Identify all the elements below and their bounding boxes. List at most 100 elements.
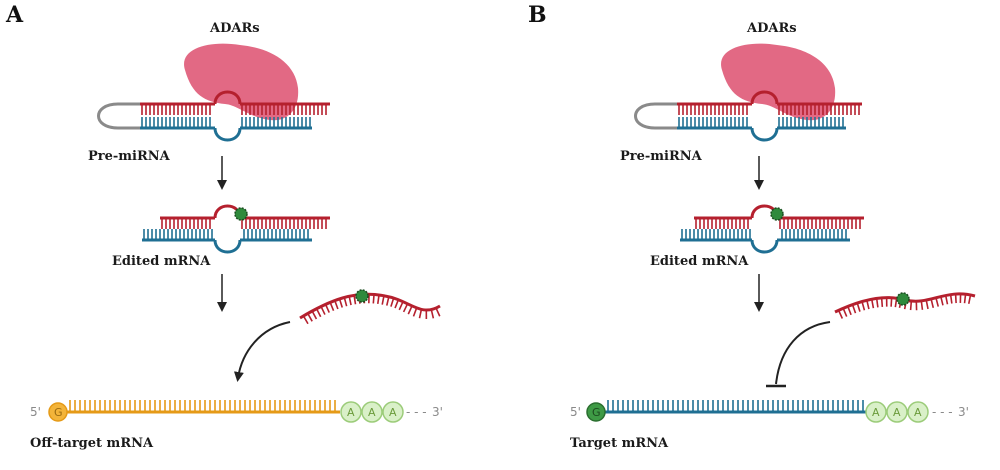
base-tick bbox=[390, 297, 395, 307]
edited-mrna-duplex bbox=[142, 204, 330, 254]
panel-a-label: A bbox=[5, 2, 24, 28]
base-tick bbox=[435, 307, 441, 317]
base-tick bbox=[402, 303, 409, 313]
free-mirna-ticks bbox=[302, 294, 441, 325]
base-tick bbox=[398, 301, 404, 311]
poly-a-letter-3: A bbox=[914, 406, 922, 419]
pre-mirna-top-ticks bbox=[678, 104, 860, 115]
pre-mirna-bulge-top bbox=[213, 90, 242, 105]
base-tick bbox=[875, 298, 879, 308]
off-target-binding-arrow bbox=[233, 321, 291, 382]
poly-a-bead-1 bbox=[865, 401, 887, 423]
edited-mrna-ticks bbox=[681, 218, 861, 240]
off-target-mrna-label: Off-target mRNA bbox=[30, 436, 154, 451]
tail-dashes: - - - bbox=[406, 405, 427, 419]
pre-mirna-label: Pre-miRNA bbox=[88, 149, 171, 164]
base-tick bbox=[851, 304, 857, 314]
base-tick bbox=[925, 299, 929, 310]
five-prime-cap bbox=[48, 402, 68, 422]
base-tick bbox=[320, 306, 326, 315]
base-tick bbox=[954, 293, 957, 304]
base-tick bbox=[949, 294, 953, 304]
base-tick bbox=[847, 306, 852, 316]
adar-label: ADARs bbox=[209, 21, 260, 36]
edited-bulge-bottom bbox=[750, 239, 779, 254]
base-tick bbox=[944, 295, 949, 305]
free-edit-site-marker bbox=[896, 292, 910, 306]
base-tick bbox=[870, 299, 875, 309]
base-tick bbox=[866, 300, 870, 310]
base-tick bbox=[394, 299, 400, 309]
adar-enzyme bbox=[184, 43, 299, 121]
pre-mirna-hairpin bbox=[634, 90, 862, 142]
base-tick bbox=[963, 294, 967, 304]
edited-mrna-duplex bbox=[680, 204, 864, 254]
target-mrna-label: Target mRNA bbox=[570, 436, 669, 451]
base-tick bbox=[940, 296, 944, 306]
base-tick bbox=[343, 297, 348, 307]
cap-letter: G bbox=[54, 406, 63, 419]
panel-a: A ADARs Pre-miRNA bbox=[5, 2, 443, 451]
poly-a-letter-2: A bbox=[893, 406, 901, 419]
pre-mirna-bulge-bottom bbox=[750, 127, 779, 142]
adar-enzyme bbox=[721, 43, 836, 121]
five-prime-cap bbox=[586, 402, 606, 422]
pre-mirna-bottom-ticks bbox=[678, 117, 844, 128]
poly-a-bead-1 bbox=[340, 401, 362, 423]
base-tick bbox=[302, 315, 309, 325]
target-mrna-ticks bbox=[607, 400, 864, 412]
base-tick bbox=[372, 294, 375, 304]
base-tick bbox=[381, 295, 385, 305]
hairpin-loop bbox=[97, 102, 140, 130]
base-tick bbox=[376, 294, 380, 305]
free-edited-mirna bbox=[834, 292, 976, 319]
poly-a-bead-2 bbox=[886, 401, 908, 423]
base-tick bbox=[311, 310, 318, 320]
poly-a-bead-2 bbox=[361, 401, 383, 423]
edit-site-marker bbox=[770, 207, 784, 221]
pre-mirna-label: Pre-miRNA bbox=[620, 149, 703, 164]
base-tick bbox=[856, 302, 861, 312]
poly-a-letter-1: A bbox=[872, 406, 880, 419]
base-tick bbox=[412, 307, 418, 317]
base-tick bbox=[307, 313, 313, 322]
adar-label: ADARs bbox=[746, 21, 797, 36]
five-prime-label: 5' bbox=[30, 405, 41, 419]
edit-site-marker bbox=[234, 207, 248, 221]
free-edit-site-marker bbox=[355, 289, 369, 303]
three-prime-label: 3' bbox=[958, 405, 969, 419]
base-tick bbox=[324, 304, 330, 313]
base-tick bbox=[837, 309, 844, 319]
base-tick bbox=[385, 296, 390, 306]
base-tick bbox=[890, 297, 893, 307]
poly-a-bead-3 bbox=[382, 401, 404, 423]
base-tick bbox=[353, 295, 357, 305]
edited-mrna-ticks bbox=[143, 218, 327, 240]
base-tick bbox=[861, 301, 866, 311]
base-tick bbox=[880, 297, 884, 307]
poly-a-bead-3 bbox=[907, 401, 929, 423]
cap-letter: G bbox=[592, 406, 601, 419]
base-tick bbox=[334, 300, 339, 310]
pre-mirna-bottom-ticks bbox=[141, 117, 311, 128]
base-tick bbox=[338, 298, 344, 308]
pre-mirna-hairpin bbox=[97, 90, 330, 142]
poly-a-letter-2: A bbox=[368, 406, 376, 419]
base-tick bbox=[430, 309, 435, 319]
pre-mirna-top-ticks bbox=[141, 104, 327, 115]
tail-dashes: - - - bbox=[932, 405, 953, 419]
target-mrna-ticks bbox=[69, 400, 336, 412]
three-prime-label: 3' bbox=[432, 405, 443, 419]
base-tick bbox=[407, 305, 413, 315]
base-tick bbox=[935, 297, 940, 307]
free-mirna-ticks bbox=[837, 293, 972, 319]
base-tick bbox=[930, 298, 935, 308]
off-target-mrna: 5' G A A A - - - 3' bbox=[30, 400, 443, 423]
edited-mrna-label: Edited mRNA bbox=[112, 254, 211, 269]
pre-mirna-bulge-bottom bbox=[213, 127, 242, 142]
base-tick bbox=[315, 308, 322, 318]
five-prime-label: 5' bbox=[570, 405, 581, 419]
poly-a-letter-1: A bbox=[347, 406, 355, 419]
edited-mrna-label: Edited mRNA bbox=[650, 254, 749, 269]
